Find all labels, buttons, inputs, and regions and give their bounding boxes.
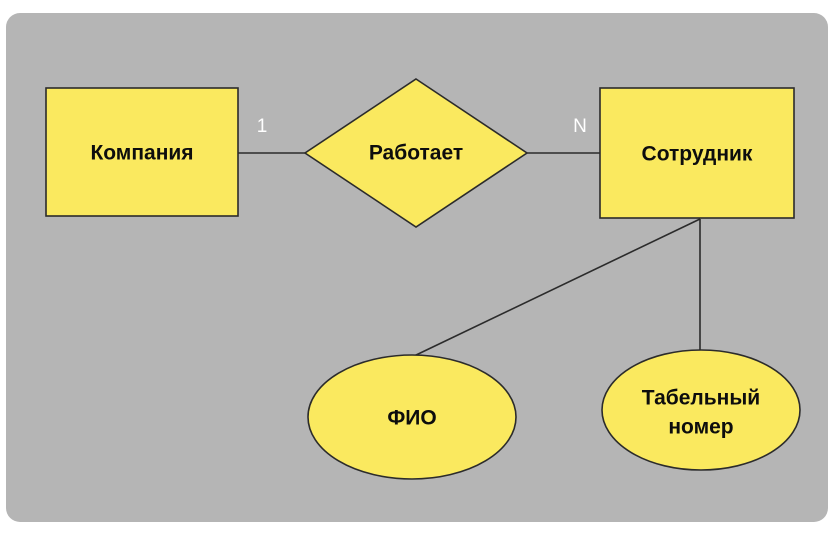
cardinality-many: N: [573, 116, 587, 137]
cardinality-one: 1: [257, 116, 268, 137]
attribute-personnel-number[interactable]: Табельный номер: [601, 349, 801, 471]
attribute-personnel-number-label-line1: Табельный: [642, 387, 760, 410]
entity-company[interactable]: Компания: [45, 87, 239, 217]
entity-company-shape[interactable]: [45, 87, 239, 217]
entity-employee-shape[interactable]: [599, 87, 795, 219]
attribute-personnel-number-shape[interactable]: [601, 349, 801, 471]
attribute-personnel-number-label-line2: номер: [668, 416, 733, 439]
connector-employee-full-name: [413, 218, 701, 357]
entity-company-label: Компания: [90, 142, 193, 165]
relationship-works-label: Работает: [369, 142, 463, 165]
attribute-full-name-shape[interactable]: [307, 354, 517, 480]
entity-employee-label: Сотрудник: [642, 143, 753, 166]
relationship-works-shape[interactable]: [303, 78, 529, 228]
attribute-full-name-label: ФИО: [387, 407, 436, 430]
relationship-works[interactable]: Работает: [303, 78, 529, 228]
attribute-full-name[interactable]: ФИО: [307, 354, 517, 480]
entity-employee[interactable]: Сотрудник: [599, 87, 795, 219]
